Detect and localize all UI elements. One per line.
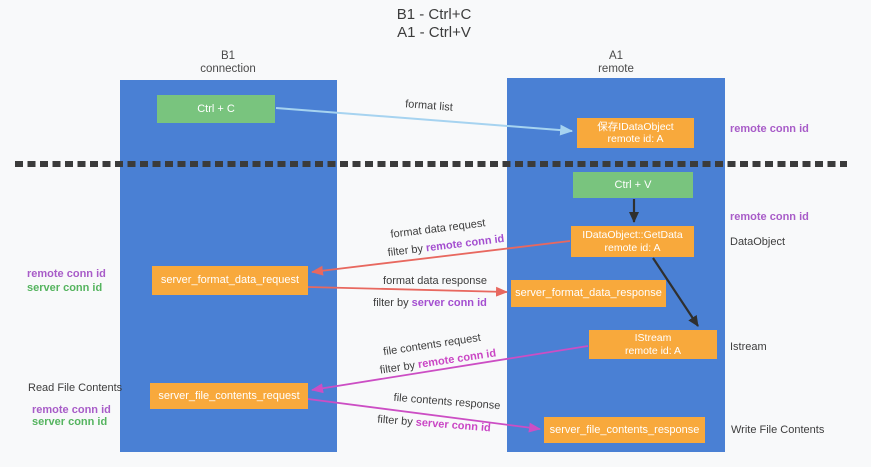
server-file-contents-response-label: server_file_contents_response [549,423,700,436]
getdata-line2: remote id: A [604,241,661,254]
format-data-request-arrow [311,240,571,276]
server-format-data-request-box: server_format_data_request [152,266,308,295]
right-remote-conn-id-2: remote conn id [730,211,809,223]
server-file-contents-request-box: server_file_contents_request [150,383,308,409]
diagram-title: B1 - Ctrl+C A1 - Ctrl+V [397,6,472,42]
left-server-conn-id-1: server conn id [27,282,103,294]
lifeline-b1-name: B1 [220,50,236,62]
right-dataobject-label: DataObject [730,236,786,248]
lifeline-header-a1: A1 remote [598,50,634,75]
left-read-file-contents-label: Read File Contents [28,382,123,394]
save-idataobject-box: 保存IDataObject remote id: A [577,118,694,148]
ctrl-c-label: Ctrl + C [197,102,235,115]
lifeline-a1-name: A1 [608,50,624,62]
server-file-contents-response-box: server_file_contents_response [544,417,705,443]
istream-line2: remote id: A [624,344,682,357]
file-contents-response-arrow [307,398,541,433]
right-remote-conn-id-1: remote conn id [730,123,809,135]
server-format-data-response-label: server_format_data_response [515,287,662,299]
title-line-2: A1 - Ctrl+V [397,24,471,41]
format-data-response-label: format data response [383,275,487,287]
ctrl-v-box: Ctrl + V [573,172,693,198]
lifeline-b1-role: connection [200,62,256,75]
getdata-line1: IDataObject::GetData [582,229,683,241]
getdata-box: IDataObject::GetData remote id: A [571,226,694,257]
format-data-response-arrow [307,286,508,297]
left-remote-conn-id-2: remote conn id [32,404,111,416]
lifeline-a1-role: remote [598,62,634,75]
server-conn-id-text: server conn id [411,297,487,309]
left-server-conn-id-2: server conn id [32,416,108,428]
save-idataobject-line1: 保存IDataObject [597,120,674,133]
ctrl-c-box: Ctrl + C [157,95,275,123]
server-format-data-response-box: server_format_data_response [511,280,666,307]
server-format-data-request-label: server_format_data_request [160,274,300,286]
istream-box: IStream remote id: A [589,330,717,359]
lifeline-header-b1: B1 connection [200,50,256,75]
istream-line1: IStream [634,332,672,344]
getdata-to-istream-arrow [652,257,699,327]
left-remote-conn-id-1: remote conn id [27,268,106,280]
right-write-file-contents-label: Write File Contents [731,424,825,436]
ctrl-v-label: Ctrl + V [614,178,652,191]
right-istream-label: Istream [730,341,767,353]
server-file-contents-request-label: server_file_contents_request [158,389,300,402]
save-idataobject-line2: remote id: A [607,133,664,145]
format-data-response-filter-label: filter by server conn id [373,297,487,309]
filter-by-text: filter by [373,297,412,309]
title-line-1: B1 - Ctrl+C [396,6,472,23]
format-list-arrow [275,107,574,136]
file-contents-request-arrow [311,345,589,394]
